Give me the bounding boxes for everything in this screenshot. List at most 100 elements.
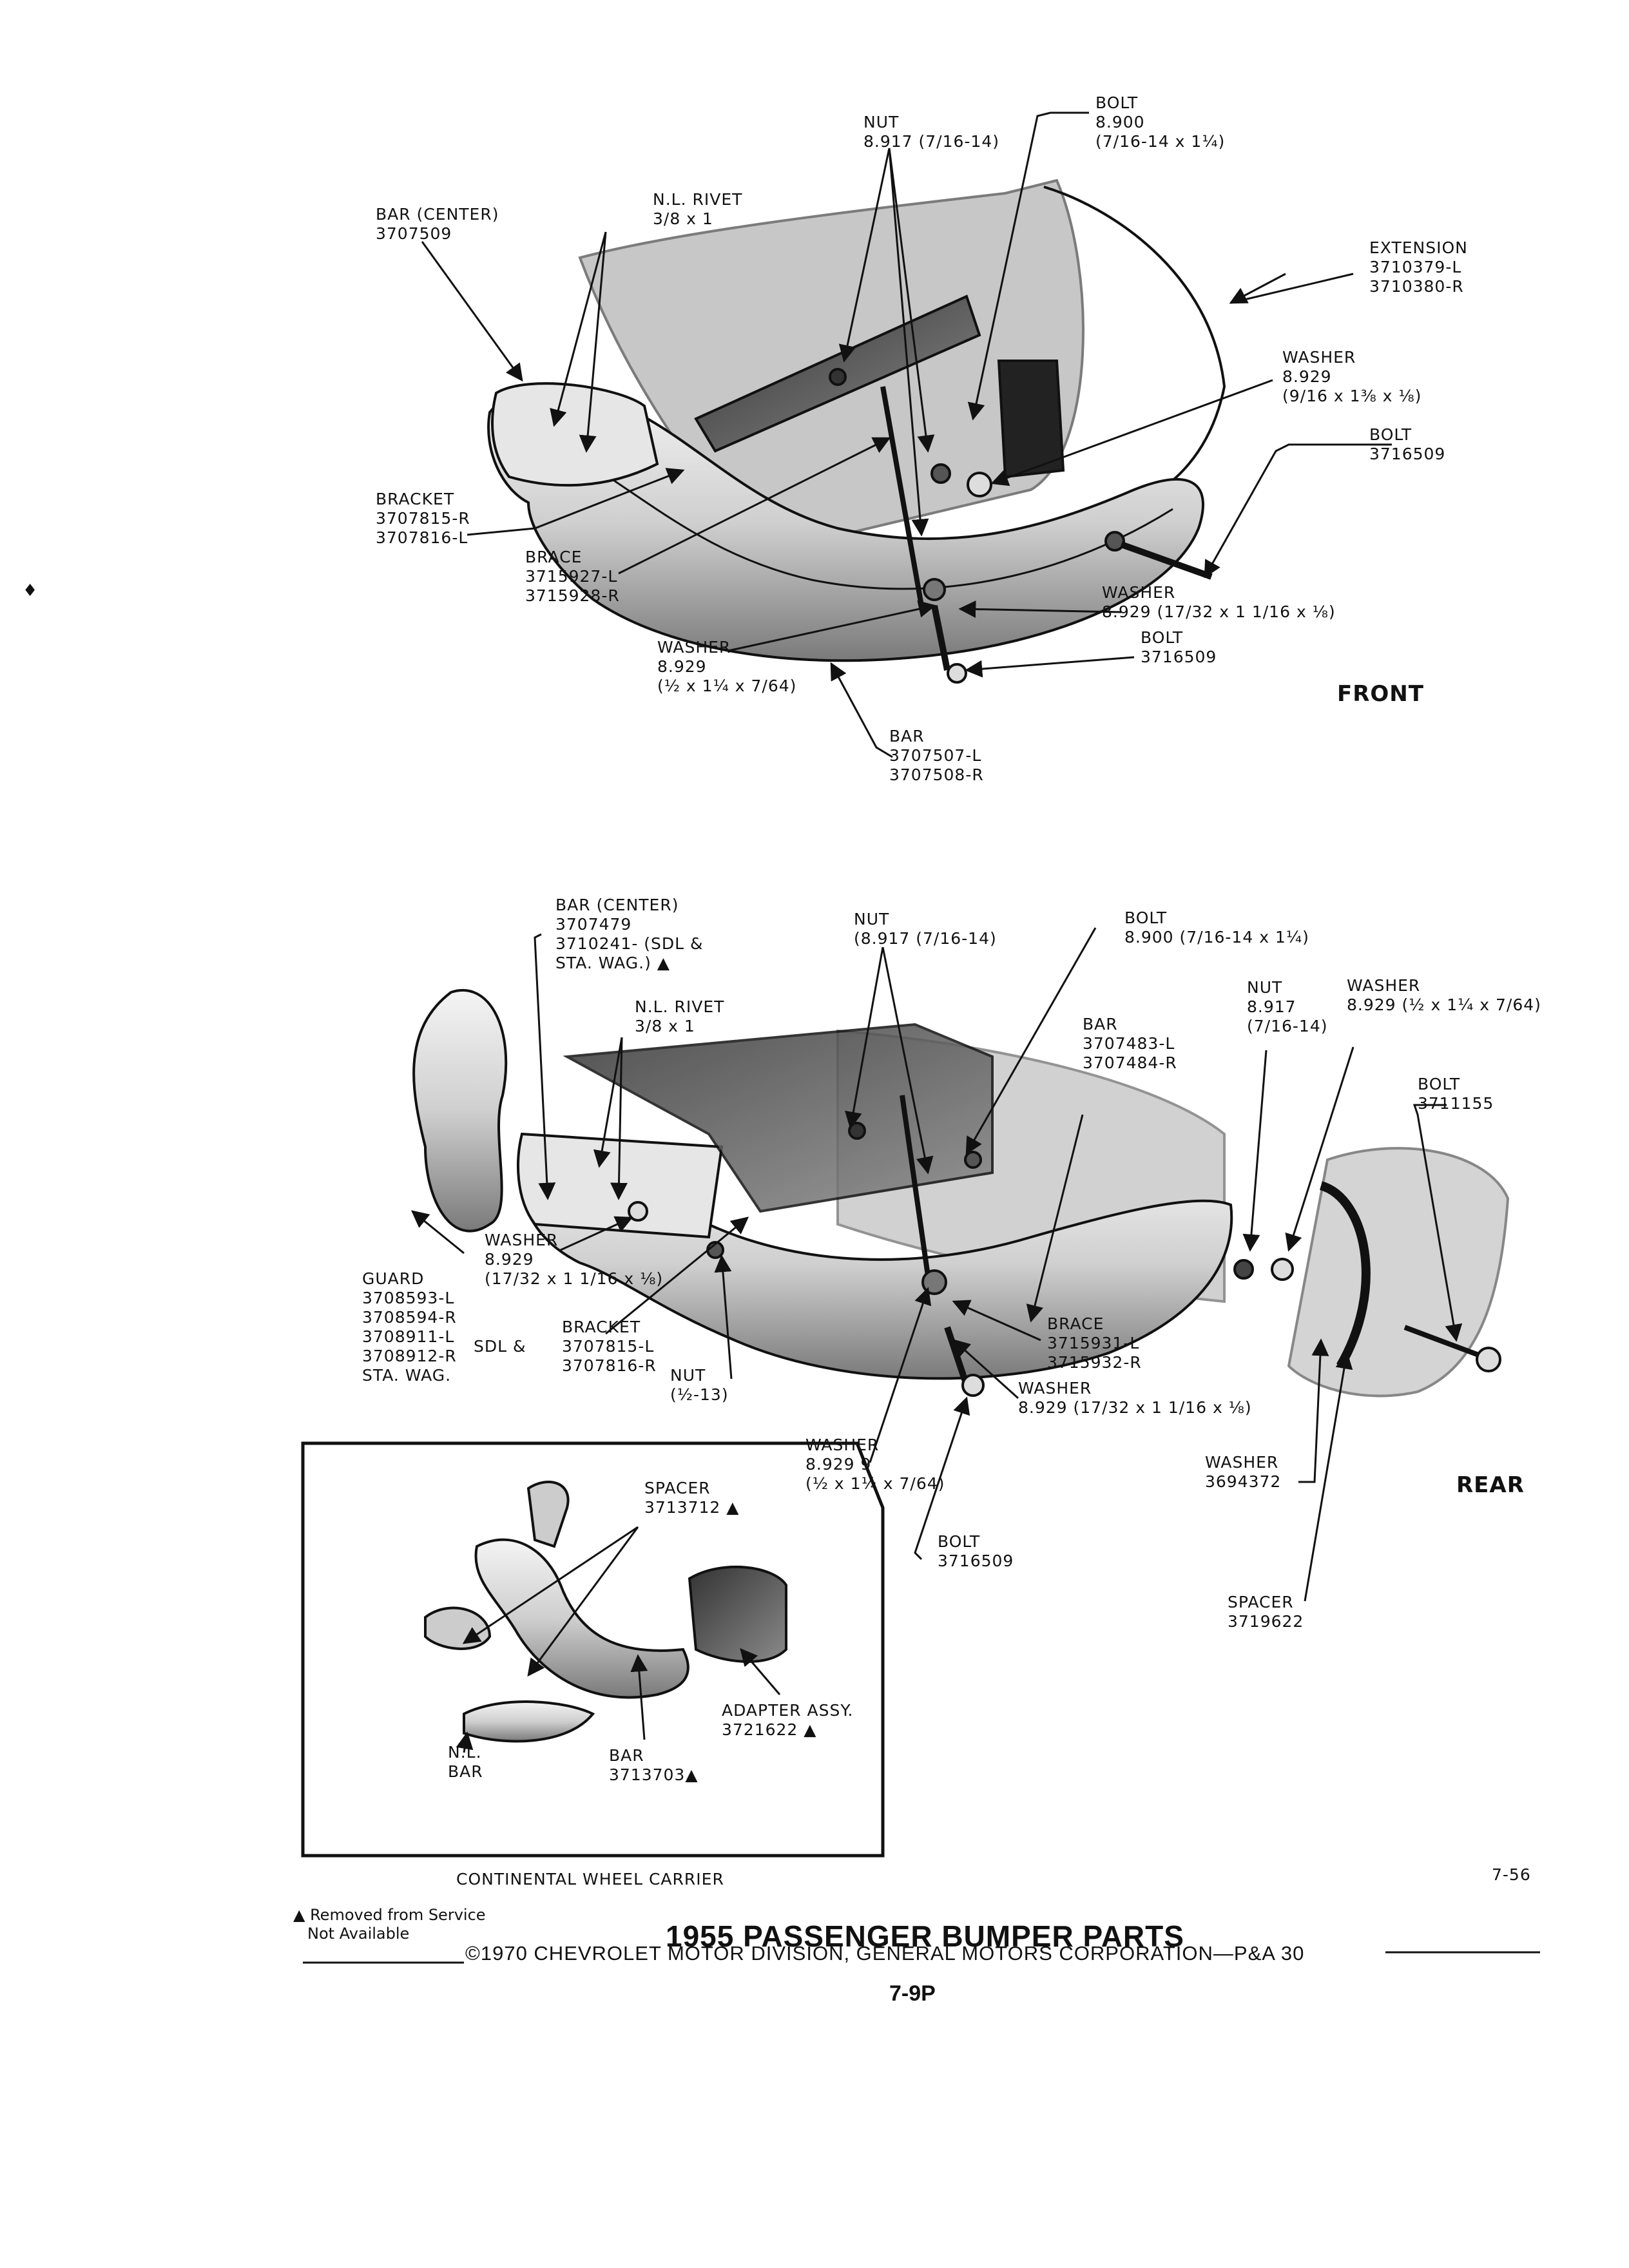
rear-nut-top-name: NUT xyxy=(854,910,890,928)
front-nut-label: NUT 8.917 (7/16-14) xyxy=(863,113,999,151)
rear-bolt-right-code: 3711155 xyxy=(1418,1094,1494,1113)
front-extension-name: EXTENSION xyxy=(1369,238,1468,257)
margin-mark: ♦ xyxy=(23,581,37,601)
front-bolt-top-label: BOLT 8.900 (7/16-14 x 1¼) xyxy=(1095,93,1225,151)
service-legend: ▲ Removed from Service Not Available xyxy=(293,1906,486,1943)
rear-bar-center-name: BAR (CENTER) xyxy=(555,896,679,914)
rear-bracket-label: BRACKET 3707815-L 3707816-R xyxy=(562,1318,657,1376)
rear-washer-left-code: 8.929 xyxy=(485,1250,534,1269)
front-bolt-right-code: 3716509 xyxy=(1369,445,1446,463)
front-bracket-r: 3707815-R xyxy=(376,509,470,528)
front-rivet-name: N.L. RIVET xyxy=(653,190,743,209)
front-brace-l: 3715927-L xyxy=(525,567,618,586)
inset-bar-code: 3713703▲ xyxy=(609,1765,699,1784)
rear-washer-right-spec: 8.929 (½ x 1¼ x 7/64) xyxy=(1347,995,1541,1014)
front-bar-center-label: BAR (CENTER) 3707509 xyxy=(376,205,499,244)
front-bar-label: BAR 3707507-L 3707508-R xyxy=(889,727,984,785)
front-nut-name: NUT xyxy=(863,113,900,131)
rear-washer-low-spec: 8.929 (17/32 x 1 1/16 x ⅛) xyxy=(1018,1398,1252,1417)
rear-bolt-bottom-code: 3716509 xyxy=(938,1552,1014,1570)
front-bracket-name: BRACKET xyxy=(376,490,455,508)
rear-brace-label: BRACE 3715931-L 3715932-R xyxy=(1047,1314,1142,1372)
inset-caption: CONTINENTAL WHEEL CARRIER xyxy=(456,1870,724,1888)
inset-bar-name: BAR xyxy=(609,1746,644,1765)
rear-brace-name: BRACE xyxy=(1047,1314,1104,1333)
rear-bar-label: BAR 3707483-L 3707484-R xyxy=(1083,1015,1177,1073)
front-leader-lines xyxy=(421,111,1392,758)
front-brace-name: BRACE xyxy=(525,548,583,566)
rear-nut-top-label: NUT (8.917 (7/16-14) xyxy=(854,910,997,948)
rear-view-label: REAR xyxy=(1456,1472,1525,1498)
front-view-label: FRONT xyxy=(1337,681,1424,707)
rear-bolt-right-name: BOLT xyxy=(1418,1075,1461,1093)
rear-washer-left-label: WASHER 8.929 (17/32 x 1 1/16 x ⅛) xyxy=(485,1231,663,1289)
front-bar-r: 3707508-R xyxy=(889,765,984,784)
rear-guard-wag: STA. WAG. xyxy=(362,1366,452,1385)
front-bolt-top-code: 8.900 xyxy=(1095,113,1145,131)
front-bolt-low-code: 3716509 xyxy=(1141,648,1217,666)
rear-washer-left-name: WASHER xyxy=(485,1231,559,1249)
front-bolt-top-name: BOLT xyxy=(1095,93,1139,112)
rear-washer-far-code: 3694372 xyxy=(1205,1472,1282,1491)
front-bolt-right-label: BOLT 3716509 xyxy=(1369,425,1445,464)
rear-guard-c4: 3708912-R xyxy=(362,1347,457,1365)
rear-nut-right-spec: (7/16-14) xyxy=(1247,1017,1328,1035)
continental-carrier-inset xyxy=(301,1441,885,1858)
rear-nut-low-spec: (½-13) xyxy=(670,1385,729,1404)
rear-bar-name: BAR xyxy=(1083,1015,1118,1033)
rear-nut-right-name: NUT xyxy=(1247,978,1283,997)
front-bolt-low-name: BOLT xyxy=(1141,628,1184,647)
rear-bar-center-label: BAR (CENTER) 3707479 3710241- (SDL & STA… xyxy=(555,896,704,973)
rear-washer-left-spec: (17/32 x 1 1/16 x ⅛) xyxy=(485,1269,664,1288)
rear-washer-bottom-label: WASHER 8.929 9 (½ x 1¼ x 7/64) xyxy=(805,1436,945,1494)
rear-bolt-bottom-name: BOLT xyxy=(938,1532,981,1551)
rear-bar-r: 3707484-R xyxy=(1083,1053,1177,1072)
front-bolt-low-label: BOLT 3716509 xyxy=(1141,628,1217,667)
inset-adapter-label: ADAPTER ASSY. 3721622 ▲ xyxy=(722,1701,853,1740)
rear-guard-sdl: SDL & xyxy=(474,1337,526,1356)
front-nut-code: 8.917 (7/16-14) xyxy=(863,132,999,151)
rear-washer-right-label: WASHER 8.929 (½ x 1¼ x 7/64) xyxy=(1347,976,1541,1015)
rear-guard-label: GUARD 3708593-L 3708594-R 3708911-L 3708… xyxy=(362,1269,457,1385)
front-rivet-label: N.L. RIVET 3/8 x 1 xyxy=(653,190,742,229)
front-rivet-spec: 3/8 x 1 xyxy=(653,209,713,228)
rear-bar-center-alt2: STA. WAG.) ▲ xyxy=(555,954,671,972)
inset-adapter-name: ADAPTER ASSY. xyxy=(722,1701,854,1720)
front-bracket-label: BRACKET 3707815-R 3707816-L xyxy=(376,490,470,548)
rear-washer-low-name: WASHER xyxy=(1018,1379,1092,1398)
front-bar-center-name: BAR (CENTER) xyxy=(376,205,499,224)
front-bumper-illustration xyxy=(487,178,1226,684)
inset-adapter-code: 3721622 ▲ xyxy=(722,1720,817,1739)
front-bolt-top-spec: (7/16-14 x 1¼) xyxy=(1095,132,1226,151)
front-bolt-right-name: BOLT xyxy=(1369,425,1412,444)
front-washer-mid-name: WASHER xyxy=(1102,583,1176,602)
rear-leader-lines xyxy=(410,927,1463,1602)
rear-guard-c1: 3708593-L xyxy=(362,1289,455,1307)
rear-bracket-name: BRACKET xyxy=(562,1318,641,1336)
rear-nut-right-code: 8.917 xyxy=(1247,997,1296,1016)
rear-brace-r: 3715932-R xyxy=(1047,1353,1142,1372)
front-washer-right-code: 8.929 xyxy=(1282,367,1332,386)
rear-bar-center-code: 3707479 xyxy=(555,915,632,934)
rear-washer-far-label: WASHER 3694372 xyxy=(1205,1453,1281,1492)
inset-spacer-name: SPACER xyxy=(644,1479,711,1497)
front-bar-center-code: 3707509 xyxy=(376,224,452,243)
rear-nut-right-label: NUT 8.917 (7/16-14) xyxy=(1247,978,1327,1036)
rear-bolt-top-name: BOLT xyxy=(1124,908,1168,927)
rear-bumper-illustration xyxy=(412,989,1510,1398)
rear-rivet-name: N.L. RIVET xyxy=(635,997,725,1016)
front-washer-right-spec: (9/16 x 1⅜ x ⅛) xyxy=(1282,387,1422,405)
rear-spacer-code: 3719622 xyxy=(1228,1612,1304,1631)
front-washer-left-spec: (½ x 1¼ x 7/64) xyxy=(657,677,797,695)
inset-spacer-label: SPACER 3713712 ▲ xyxy=(644,1479,740,1517)
rear-rivet-label: N.L. RIVET 3/8 x 1 xyxy=(635,997,724,1036)
front-bar-name: BAR xyxy=(889,727,925,745)
copyright-footer: ©1970 CHEVROLET MOTOR DIVISION, GENERAL … xyxy=(465,1942,1305,1965)
rear-washer-bottom-spec: (½ x 1¼ x 7/64) xyxy=(805,1474,945,1493)
rear-rivet-spec: 3/8 x 1 xyxy=(635,1017,695,1035)
rear-bracket-r: 3707816-R xyxy=(562,1356,657,1375)
rear-bar-l: 3707483-L xyxy=(1083,1034,1175,1053)
front-washer-mid-label: WASHER 8.929 (17/32 x 1 1/16 x ⅛) xyxy=(1102,583,1336,622)
rear-bolt-bottom-label: BOLT 3716509 xyxy=(938,1532,1014,1571)
